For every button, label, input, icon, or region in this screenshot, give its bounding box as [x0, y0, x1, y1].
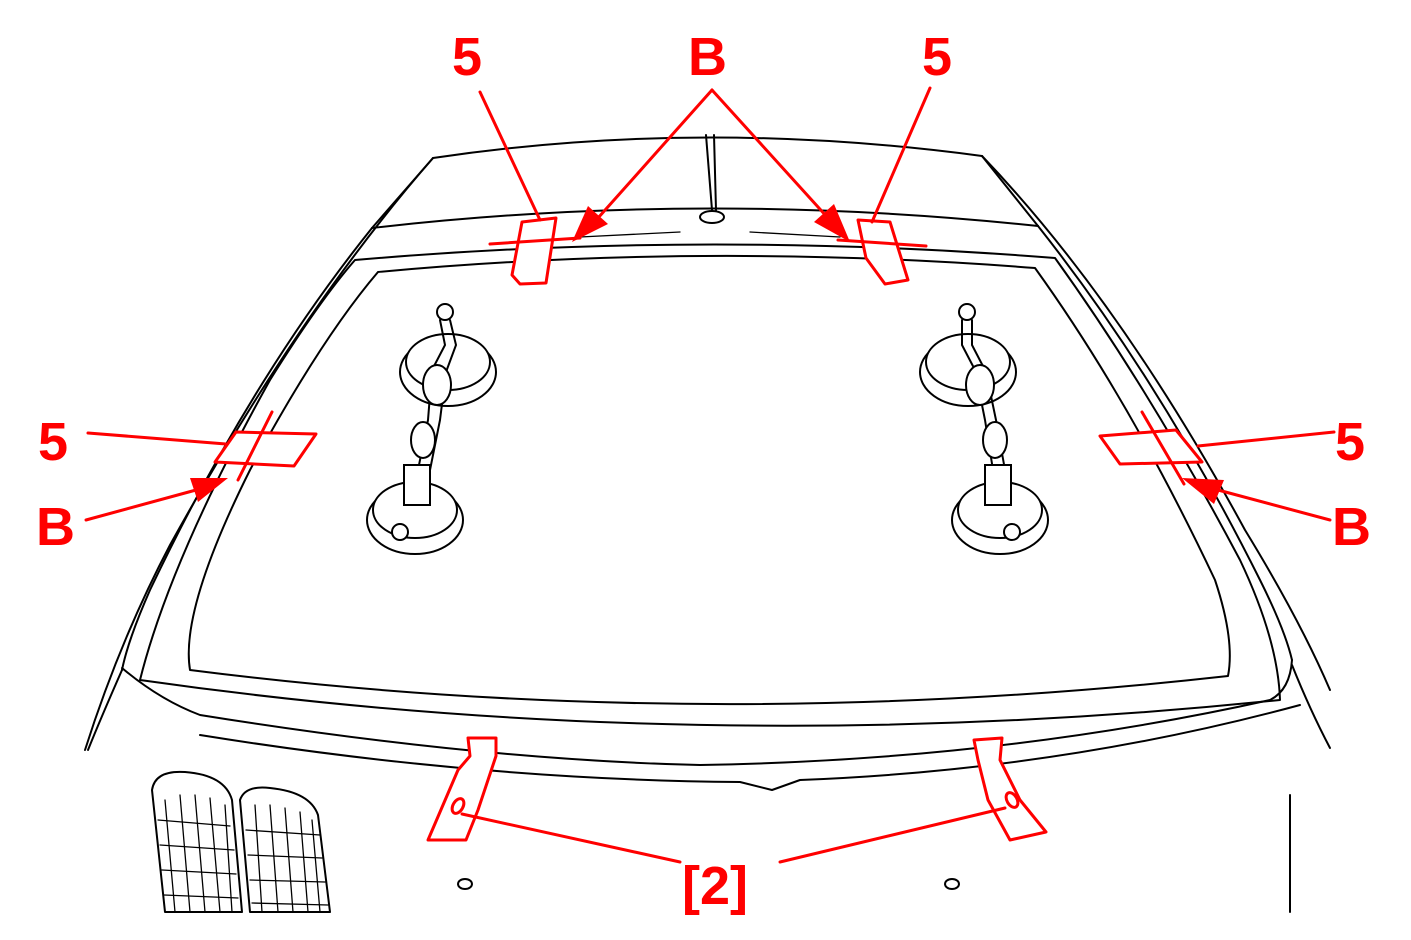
label-b-right: B	[1332, 497, 1371, 557]
label-5-left: 5	[38, 412, 68, 472]
tape-top-right	[836, 218, 928, 286]
label-b-left: B	[36, 497, 75, 557]
tape-left	[213, 410, 318, 482]
leader-lines	[84, 86, 1336, 864]
tape-top-left	[488, 216, 582, 286]
tape-right	[1098, 410, 1204, 486]
label-b-top: B	[688, 27, 727, 87]
suction-cup-lifter-left	[366, 303, 497, 555]
label-5-right: 5	[1335, 412, 1365, 472]
support-bracket-left	[426, 736, 498, 842]
label-ref-2: [2]	[682, 856, 748, 916]
grille	[151, 770, 331, 913]
label-5-top-left: 5	[452, 27, 482, 87]
support-bracket-right	[972, 736, 1048, 842]
label-5-top-right: 5	[922, 27, 952, 87]
suction-cup-lifter-right	[919, 303, 1049, 555]
vehicle-body	[84, 134, 1331, 913]
